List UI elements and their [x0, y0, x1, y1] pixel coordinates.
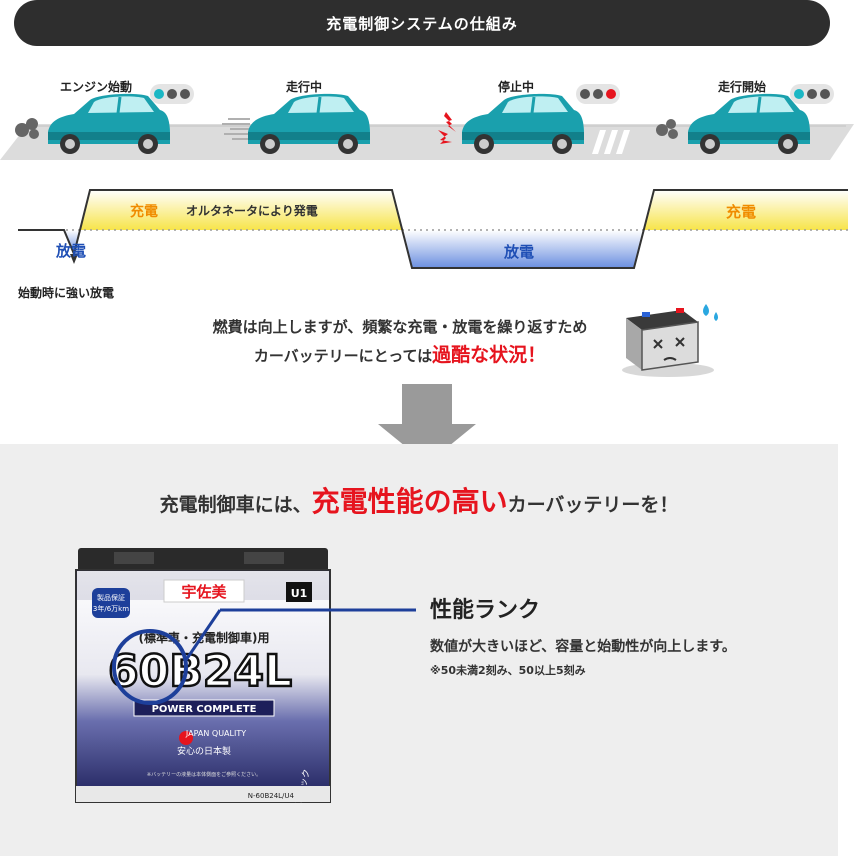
notice-message: 燃費は向上しますが、頻繁な充電・放電を繰り返すため カーバッテリーにとっては過酷… [190, 313, 610, 370]
header-title-bar: 充電制御システムの仕組み [14, 0, 830, 46]
stage-label-restart: 走行開始 [718, 80, 767, 94]
arrow-down-icon [70, 254, 78, 264]
japan-flower-icon [179, 731, 193, 745]
car-icon-3 [462, 93, 584, 154]
rank-pointer-line [184, 608, 416, 661]
exhaust-smoke-icon-1 [15, 118, 39, 139]
brake-spark-icon [438, 112, 456, 144]
notice-line-2: カーバッテリーにとっては過酷な状況！ [190, 341, 610, 370]
battery-series: POWER COMPLETE [152, 704, 257, 715]
tired-battery-icon [622, 304, 718, 377]
discharge-label-2: 放電 [504, 243, 535, 261]
exhaust-smoke-icon-2 [656, 119, 678, 139]
crosswalk [592, 130, 630, 154]
start-discharge-note: 始動時に強い放電 [18, 286, 115, 300]
battery-caution: ※バッテリーの液量は本体側面をご参照ください。 [147, 771, 261, 778]
tagline-emphasis: 充電性能の高い [311, 485, 508, 518]
origin-jp: 安心の日本製 [177, 745, 231, 757]
stage-label-driving: 走行中 [286, 80, 323, 94]
brand-plate [163, 579, 245, 603]
warranty-label: 製品保証 [97, 593, 125, 602]
discharge-area-1 [64, 230, 80, 254]
road-illustration [0, 93, 854, 160]
stage-label-stopped: 停止中 [498, 80, 535, 94]
charge-label-2: 充電 [726, 203, 757, 221]
notice-emphasis: 過酷な状況！ [432, 344, 547, 366]
charge-label-1: 充電 [130, 204, 158, 220]
battery-model: 60B24L [108, 646, 292, 697]
charge-level-line [18, 189, 848, 269]
charge-area-1 [80, 190, 402, 230]
battery-product-image: 製品保証 3年/6万km 宇佐美 U1 (標準車・充電制御車)用 60B24L … [75, 548, 331, 804]
charge-discharge-graph [18, 189, 848, 269]
battery-sub-label: (標準車・充電制御車)用 [139, 630, 270, 645]
u-badge [286, 582, 312, 602]
notice-line-2-text: カーバッテリーにとっては [253, 347, 433, 365]
discharge-label-1: 放電 [56, 242, 87, 260]
rank-note: ※50未満2刻み、50以上5刻み [430, 664, 586, 677]
tagline-pre: 充電制御車には、 [159, 494, 312, 516]
notice-line-1: 燃費は向上しますが、頻繁な充電・放電を繰り返すため [212, 318, 588, 336]
traffic-signal-icon-3 [790, 84, 834, 104]
stage-label-engine-start: エンジン始動 [60, 80, 133, 94]
origin-en: JAPAN QUALITY [185, 729, 246, 738]
u-badge-label: U1 [291, 587, 308, 600]
battery-brand: 宇佐美 [181, 583, 227, 601]
speed-lines-icon [222, 118, 250, 140]
part-number: N-60B24L/U4 [248, 792, 295, 800]
traffic-signal-icon-1 [150, 84, 194, 104]
traffic-signal-icon-2 [576, 84, 620, 104]
rank-description: 数値が大きいほど、容量と始動性が向上します。 [430, 639, 736, 655]
rank-title: 性能ランク [430, 598, 541, 623]
tagline: 充電制御車には、充電性能の高いカーバッテリーを！ [0, 480, 838, 520]
charge-area-2 [644, 190, 848, 230]
car-icon-2 [248, 93, 370, 154]
header-title: 充電制御システムの仕組み [326, 14, 518, 33]
road-scene: エンジン始動 走行中 停止中 走行開始 [0, 60, 854, 170]
warranty-badge [92, 588, 130, 618]
discharge-area-2 [402, 230, 644, 268]
road-surface [0, 124, 854, 160]
charge-discharge-diagram: 充電 オルタネータにより発電 放電 始動時に強い放電 放電 充電 [0, 180, 854, 310]
rank-highlight-circle [112, 629, 188, 705]
battery-recommend-section: 充電制御車には、充電性能の高いカーバッテリーを！ 製品保証 3年/6万km 宇佐… [0, 444, 838, 856]
alternator-label: オルタネータにより発電 [186, 204, 318, 218]
tagline-post: カーバッテリーを！ [507, 494, 679, 516]
warranty-period: 3年/6万km [93, 604, 129, 613]
car-icon-1 [48, 93, 170, 154]
car-icon-4 [688, 93, 810, 154]
